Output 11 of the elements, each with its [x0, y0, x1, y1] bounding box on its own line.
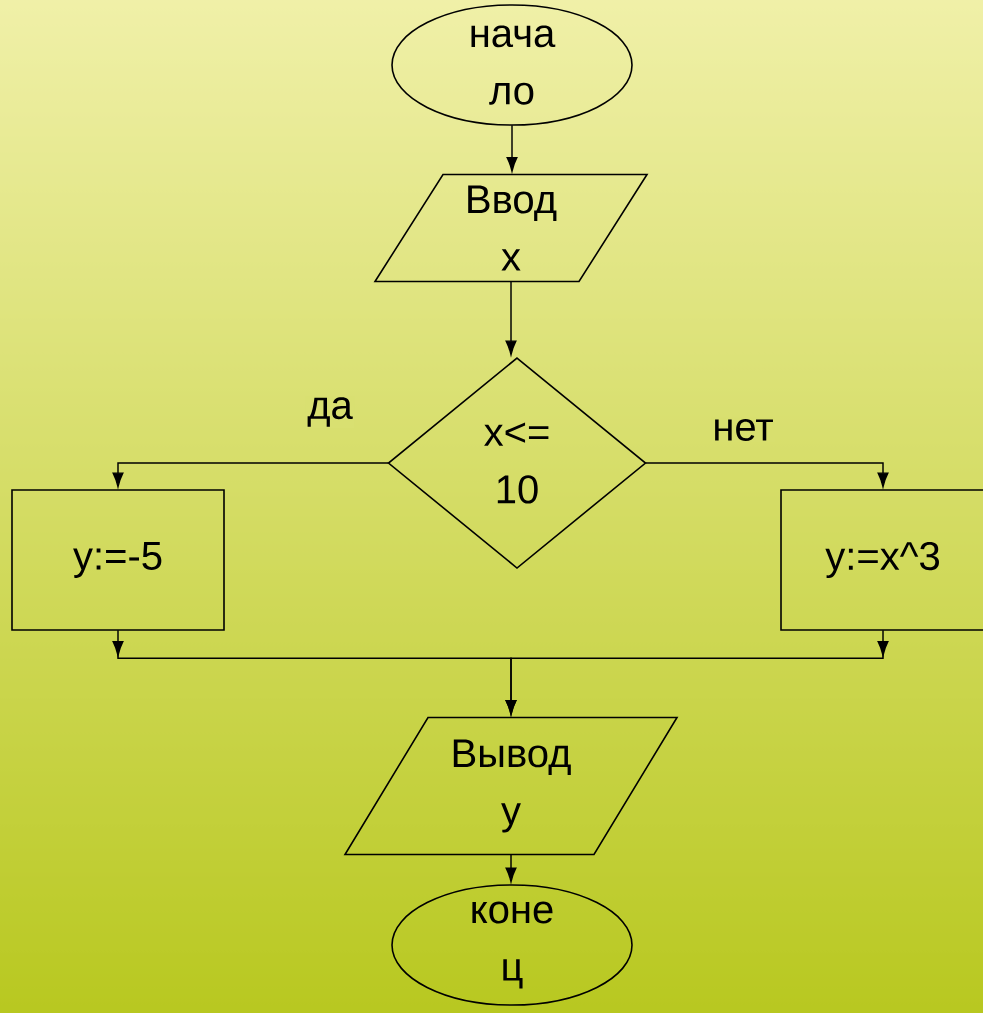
arrow	[506, 124, 518, 172]
arrow	[505, 854, 517, 883]
terminal-oval: коне ц	[391, 884, 633, 1006]
arrow	[505, 281, 517, 356]
arrow	[112, 462, 389, 488]
terminal-oval: нача ло	[391, 4, 633, 126]
process-box: y:=x^3	[780, 489, 983, 631]
arrow	[505, 629, 889, 715]
process-box: y:=-5	[11, 489, 225, 631]
edge-label: нет	[711, 417, 775, 443]
arrow	[645, 462, 889, 488]
